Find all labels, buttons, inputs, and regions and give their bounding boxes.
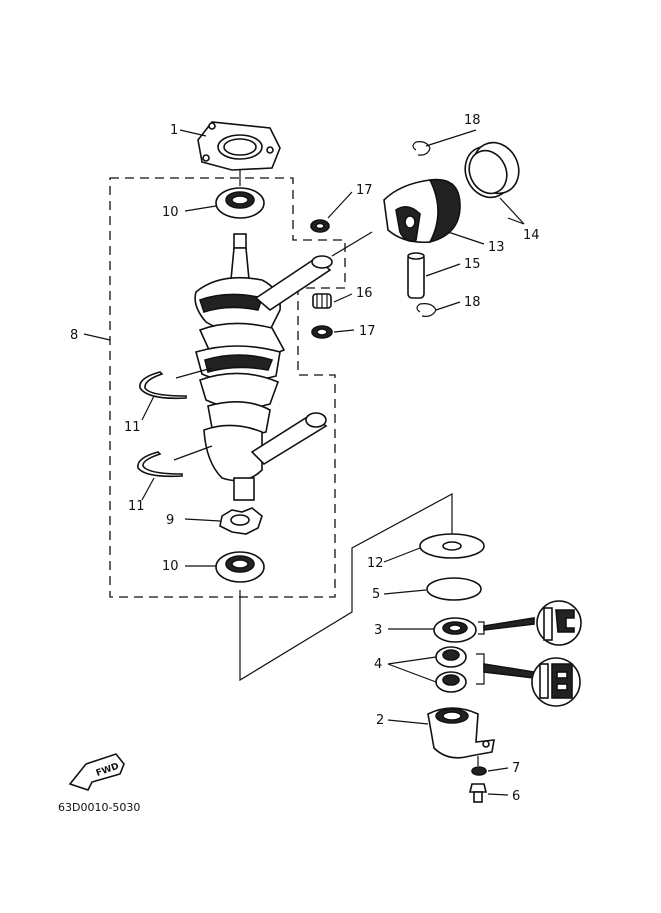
callout-part-14: 14 [523, 228, 540, 243]
callout-part-10-upper: 10 [162, 205, 179, 220]
part-16-needle-bearing [312, 293, 332, 309]
part-18-lower-clip [416, 303, 437, 317]
callout-part-18-upper: 18 [464, 113, 481, 128]
callout-part-13: 13 [488, 240, 505, 255]
part-12-washer [419, 533, 485, 559]
callout-part-2: 2 [376, 713, 384, 728]
part-4-seal-cross-section-detail [531, 657, 581, 707]
callout-part-6: 6 [512, 789, 520, 804]
callout-part-1: 1 [170, 123, 178, 138]
callout-part-11-lower: 11 [128, 499, 145, 514]
part-3-oil-seal [433, 617, 477, 643]
callout-part-16: 16 [356, 286, 373, 301]
callout-part-7: 7 [512, 761, 520, 776]
crankshaft [194, 233, 332, 501]
part-5-o-ring [426, 577, 482, 601]
part-7-washer [471, 766, 487, 776]
callout-part-4: 4 [374, 657, 382, 672]
part-11-upper-circlip [139, 371, 187, 400]
part-15-piston-pin [407, 252, 425, 299]
callout-part-5: 5 [372, 587, 380, 602]
part-6-bolt [468, 783, 488, 803]
callout-part-10-lower: 10 [162, 559, 179, 574]
callout-part-12: 12 [367, 556, 384, 571]
callout-part-17-upper: 17 [356, 183, 373, 198]
part-13-piston [383, 178, 461, 244]
part-9-gear [219, 507, 263, 535]
fwd-direction-arrow: FWD [68, 753, 125, 791]
callout-part-3: 3 [374, 623, 382, 638]
callout-part-11-upper: 11 [124, 420, 141, 435]
part-2-seal-housing [427, 707, 495, 759]
part-4-seals [435, 646, 467, 693]
part-17-lower-washer [311, 325, 333, 339]
callout-part-17-lower: 17 [359, 324, 376, 339]
part-14-piston-rings [464, 141, 520, 199]
drawing-code: 63D0010-5030 [58, 801, 140, 814]
callout-part-9: 9 [166, 513, 174, 528]
part-3-seal-cross-section-detail [536, 600, 582, 646]
part-11-lower-circlip [137, 451, 183, 478]
callout-part-8: 8 [70, 328, 78, 343]
callout-part-15: 15 [464, 257, 481, 272]
part-10-lower-bearing [215, 551, 265, 583]
part-18-upper-clip [412, 141, 431, 156]
part-17-upper-washer [310, 219, 330, 233]
part-10-upper-bearing [215, 187, 265, 219]
part-1-seal-housing [197, 121, 281, 171]
callout-part-18-lower: 18 [464, 295, 481, 310]
